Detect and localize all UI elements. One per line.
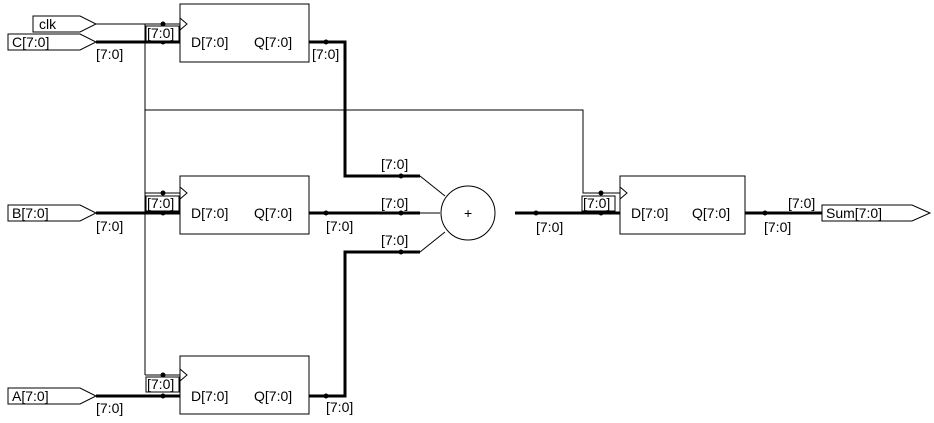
bus-width-tag: [7:0] (96, 46, 123, 62)
input-port-a[interactable]: A[7:0] (7, 387, 98, 405)
input-port-clk[interactable]: clk (32, 15, 98, 33)
input-port-c-label: C[7:0] (12, 34, 49, 50)
register-b[interactable]: D[7:0] Q[7:0] (179, 175, 310, 235)
input-port-clk-label: clk (39, 16, 57, 32)
bus-width-labels: [7:0] [7:0] [7:0] [7:0] [7:0] [7:0] [7:0… (96, 25, 815, 416)
adder[interactable]: + (440, 185, 496, 241)
bus-width-tag: [7:0] (583, 195, 610, 211)
register-sum-q-pin: Q[7:0] (692, 205, 730, 221)
input-port-c[interactable]: C[7:0] (7, 33, 98, 51)
register-c-d-pin: D[7:0] (191, 34, 228, 50)
register-b-d-pin: D[7:0] (191, 205, 228, 221)
bus-width-tag: [7:0] (381, 195, 408, 211)
bus-width-tag: [7:0] (147, 25, 174, 41)
register-sum[interactable]: D[7:0] Q[7:0] (619, 175, 746, 235)
bus-width-tag: [7:0] (147, 195, 174, 211)
bus-width-tag: [7:0] (326, 399, 353, 415)
bus-width-tag: [7:0] (312, 46, 339, 62)
bus-width-tag: [7:0] (764, 219, 791, 235)
bus-width-tag: [7:0] (147, 376, 174, 392)
register-a-q-pin: Q[7:0] (254, 388, 292, 404)
bus-width-tag: [7:0] (96, 218, 123, 234)
input-port-b[interactable]: B[7:0] (7, 204, 98, 222)
bus-width-tag: [7:0] (788, 195, 815, 211)
input-port-a-label: A[7:0] (12, 388, 49, 404)
junction-dots (160, 21, 768, 399)
register-a-d-pin: D[7:0] (191, 388, 228, 404)
bus-width-tag: [7:0] (536, 219, 563, 235)
bus-width-tag: [7:0] (381, 232, 408, 248)
register-sum-d-pin: D[7:0] (631, 205, 668, 221)
bus-width-tag: [7:0] (96, 400, 123, 416)
register-b-q-pin: Q[7:0] (254, 205, 292, 221)
register-c-q-pin: Q[7:0] (254, 34, 292, 50)
bus-width-tag: [7:0] (381, 156, 408, 172)
adder-symbol: + (464, 205, 472, 221)
register-a[interactable]: D[7:0] Q[7:0] (179, 355, 310, 415)
output-port-sum-label: Sum[7:0] (826, 205, 882, 221)
input-port-b-label: B[7:0] (12, 205, 49, 221)
register-c[interactable]: D[7:0] Q[7:0] (179, 3, 310, 63)
bus-width-tag: [7:0] (326, 218, 353, 234)
output-port-sum[interactable]: Sum[7:0] (821, 204, 932, 222)
